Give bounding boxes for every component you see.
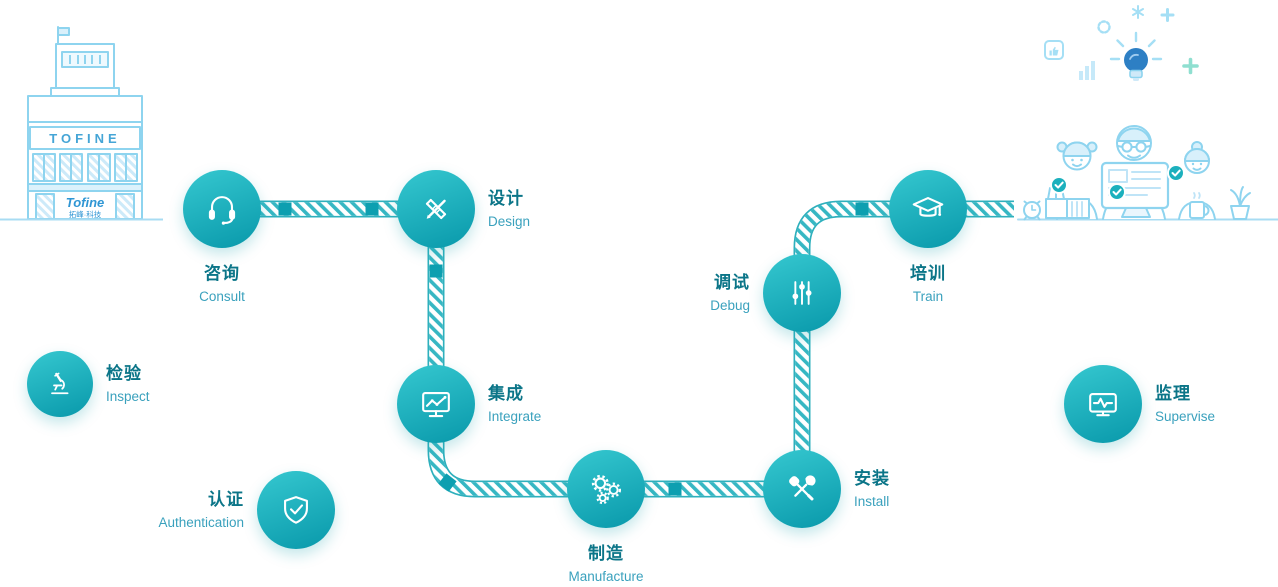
- step-label-en: Consult: [199, 289, 245, 304]
- road-marker: [365, 202, 379, 216]
- step-manufacture: 制造 Manufacture: [567, 450, 645, 584]
- step-label-en: Integrate: [488, 408, 542, 424]
- pencil-ruler-icon: [425, 198, 447, 220]
- step-circle-debug: [763, 254, 841, 332]
- check-badge-icon: [1050, 176, 1068, 194]
- flag-icon: [57, 27, 70, 36]
- step-circle-supervise: [1064, 365, 1142, 443]
- step-circle-design: [397, 170, 475, 248]
- coffee-cup-icon: [1189, 201, 1205, 219]
- step-label-en: Authentication: [158, 514, 244, 530]
- step-install: 安装 Install: [763, 450, 890, 528]
- microscope-icon: [51, 372, 69, 395]
- step-label-en: Manufacture: [568, 569, 644, 584]
- step-authentication: 认证 Authentication: [158, 471, 335, 549]
- step-label-zh: 设计: [488, 188, 524, 208]
- step-label-zh: 调试: [714, 272, 750, 292]
- step-label-en: Inspect: [106, 388, 150, 404]
- road-marker: [668, 482, 682, 496]
- gears-icon: [591, 474, 622, 505]
- plant-icon: [1230, 186, 1251, 207]
- step-label-zh: 咨询: [204, 264, 240, 283]
- step-label-en: Install: [854, 493, 890, 509]
- plus-icon: [1160, 8, 1175, 22]
- gear-doodle-icon: [1097, 20, 1111, 34]
- building-signboard: [29, 126, 141, 150]
- step-circle-manufacture: [567, 450, 645, 528]
- step-circle-train: [889, 170, 967, 248]
- building-logo-text: Tofine: [66, 195, 105, 210]
- step-label-zh: 安装: [854, 468, 890, 488]
- step-label-zh: 制造: [587, 544, 624, 563]
- tofine-building-illustration: TOFINE Tofine 拓峰·科技: [0, 26, 163, 221]
- step-label-zh: 认证: [208, 489, 244, 509]
- step-circle-install: [763, 450, 841, 528]
- step-debug: 调试 Debug: [710, 254, 841, 332]
- step-circle-consult: [183, 170, 261, 248]
- wrench-screwdriver-icon: [789, 475, 816, 501]
- road-marker: [855, 202, 869, 216]
- road-marker: [429, 264, 443, 278]
- headset-icon: [208, 196, 236, 225]
- road-marker: [438, 473, 457, 492]
- monitor-pulse-icon: [1089, 392, 1117, 417]
- step-label-zh: 检验: [106, 363, 142, 383]
- building-sign-text: TOFINE: [49, 131, 120, 146]
- step-design: 设计 Design: [397, 170, 530, 248]
- road-markers: [278, 202, 869, 496]
- road-marker: [278, 202, 292, 216]
- building-logo-subtext: 拓峰·科技: [69, 209, 102, 219]
- check-badge-icon: [1167, 164, 1185, 182]
- team-illustration: [1017, 5, 1278, 221]
- step-integrate: 集成 Integrate: [397, 365, 541, 443]
- graduation-cap-icon: [912, 197, 944, 217]
- step-label-en: Train: [912, 289, 944, 304]
- step-label-zh: 监理: [1155, 383, 1191, 403]
- idea-doodles: [1097, 5, 1175, 61]
- step-label-zh: 集成: [488, 383, 524, 403]
- step-label-en: Debug: [710, 297, 750, 313]
- step-circle-integrate: [397, 365, 475, 443]
- step-circle-authentication: [257, 471, 335, 549]
- step-inspect: 检验 Inspect: [27, 351, 150, 417]
- step-label-en: Supervise: [1155, 408, 1216, 424]
- check-badge-icon: [1108, 183, 1126, 201]
- check-badges: [1050, 164, 1185, 201]
- step-label-zh: 培训: [910, 264, 946, 283]
- step-label-en: Design: [488, 213, 531, 229]
- monitor-stand: [1121, 207, 1151, 218]
- light-rays: [1109, 31, 1163, 61]
- lightbulb-icon: [1124, 48, 1148, 72]
- step-train: 培训 Train: [889, 170, 967, 304]
- step-circle-inspect: [27, 351, 93, 417]
- sparkle-icon: [1132, 5, 1144, 19]
- step-consult: 咨询 Consult: [183, 170, 261, 304]
- step-supervise: 监理 Supervise: [1064, 365, 1215, 443]
- sliders-icon: [792, 281, 812, 305]
- monitor-chart-icon: [422, 392, 450, 418]
- plus-icon: [1182, 57, 1199, 75]
- shield-check-icon: [284, 496, 308, 524]
- bar-chart-icon: [1079, 61, 1095, 80]
